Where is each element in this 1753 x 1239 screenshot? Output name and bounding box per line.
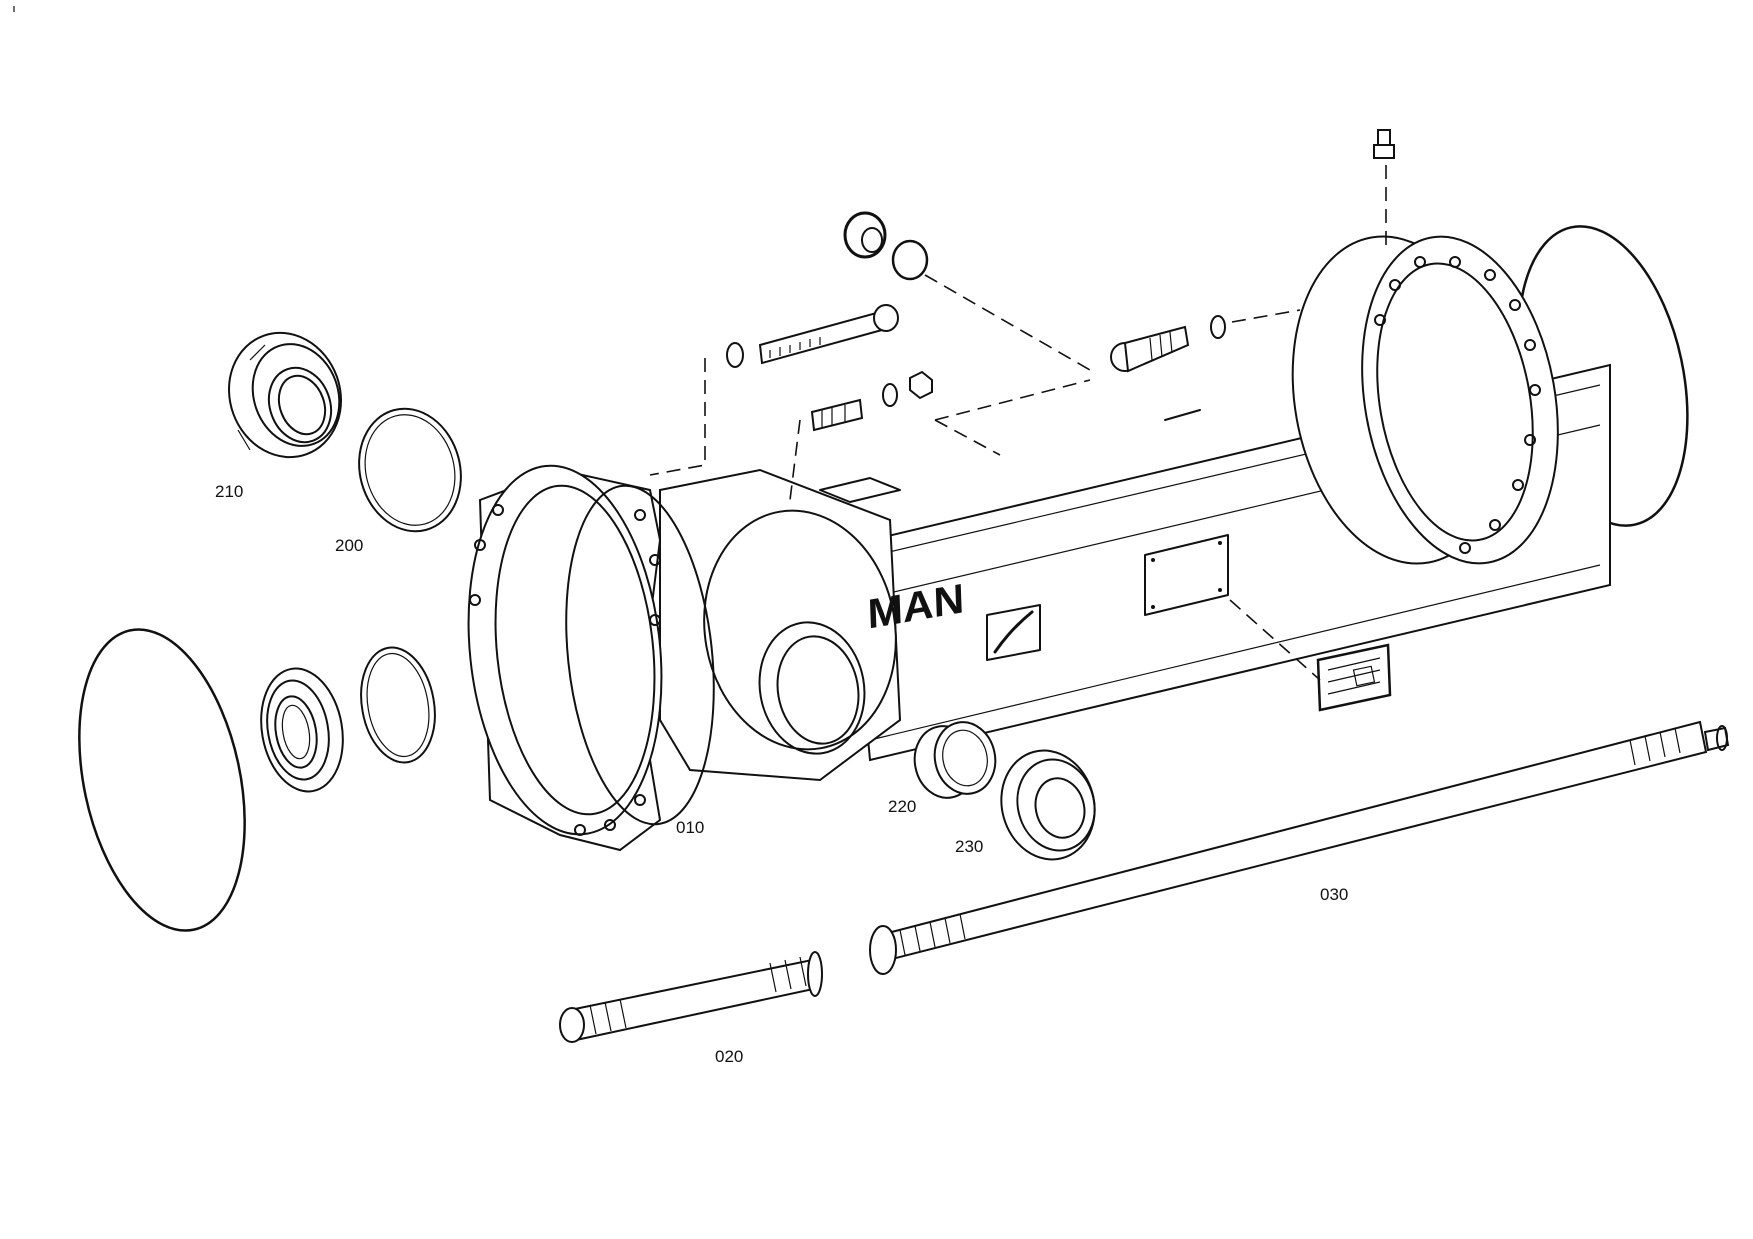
callout-210: 210	[215, 482, 244, 501]
bearing-210	[228, 331, 342, 459]
nut	[909, 370, 933, 400]
bearing-lower-left	[260, 667, 344, 793]
callout-020: 020	[715, 1047, 744, 1066]
axle-housing-010: MAN	[467, 235, 1611, 852]
short-bolt-right	[1110, 325, 1190, 373]
right-flange-bolt-holes	[1374, 256, 1541, 554]
left-flange-bolt-holes	[469, 504, 661, 836]
stud	[810, 398, 864, 432]
assembly-lines	[649, 165, 1387, 681]
callout-030: 030	[1320, 885, 1349, 904]
breather-valve	[1373, 129, 1395, 159]
callout-010: 010	[676, 818, 705, 837]
o-ring-small-top	[891, 239, 929, 281]
man-lion-emblem	[986, 604, 1041, 661]
o-ring-left-large	[78, 628, 246, 932]
shim-ring-lower-left	[360, 646, 436, 764]
screw-plug	[843, 211, 887, 259]
type-plate	[1316, 643, 1392, 712]
washer-stud	[882, 383, 898, 407]
bearing-cup-220	[913, 721, 997, 799]
bearing-230	[1000, 749, 1096, 861]
callout-230: 230	[955, 837, 984, 856]
nameplate-recess	[1144, 534, 1229, 616]
washer-right-top	[1210, 315, 1226, 339]
callout-220: 220	[888, 797, 917, 816]
long-bolt	[758, 304, 899, 365]
callout-200: 200	[335, 536, 364, 555]
washer-left-top	[726, 342, 744, 368]
shim-ring-200	[358, 407, 462, 533]
axle-shaft-020	[559, 951, 823, 1043]
axle-shaft-030	[869, 720, 1730, 975]
